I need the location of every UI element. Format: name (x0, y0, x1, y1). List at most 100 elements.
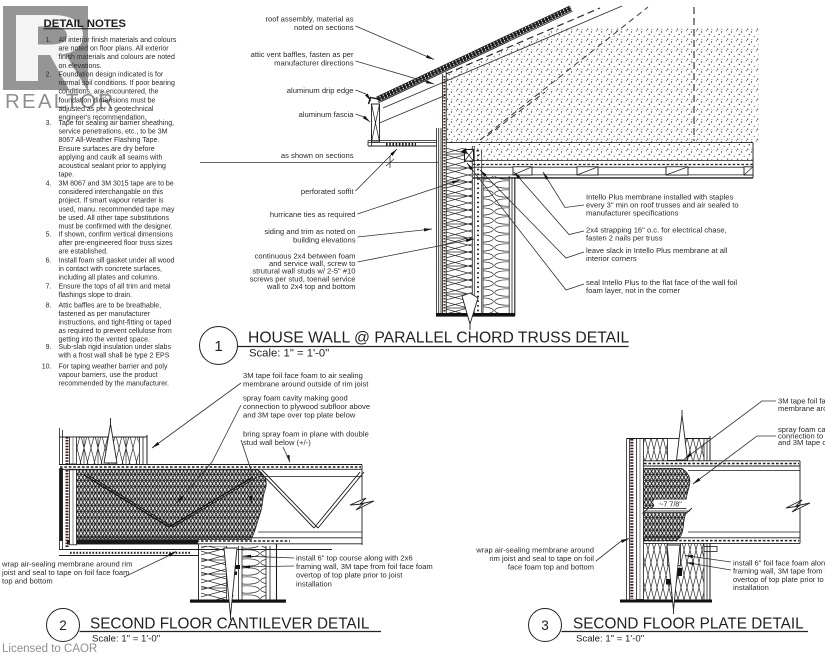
svg-text:recommended by the manufacture: recommended by the manufacturer. (59, 381, 170, 388)
svg-text:wrap air-sealing membrane arou: wrap air-sealing membrane around rim (1, 560, 132, 569)
svg-text:6.: 6. (46, 258, 52, 265)
svg-text:2.: 2. (46, 72, 52, 79)
svg-text:foundation dimensions must be: foundation dimensions must be (59, 97, 156, 104)
svg-text:aluminum drip edge: aluminum drip edge (287, 86, 354, 95)
svg-text:If shown, confirm vertical dim: If shown, confirm vertical dimensions (59, 232, 174, 239)
svg-text:in contact with concrete surfa: in contact with concrete surfaces, (59, 266, 163, 273)
svg-text:9.: 9. (46, 344, 52, 351)
svg-text:1.: 1. (46, 37, 52, 44)
svg-text:SECOND FLOOR PLATE DETAIL: SECOND FLOOR PLATE DETAIL (573, 616, 804, 633)
svg-text:roof assembly, material as: roof assembly, material as (265, 15, 353, 24)
svg-text:For taping weather barrier and: For taping weather barrier and poly (59, 363, 168, 370)
svg-text:on elevations.: on elevations. (59, 63, 102, 70)
svg-text:membrane around outside of rim: membrane around outside of rim joist (243, 380, 369, 389)
svg-text:as shown on sections: as shown on sections (281, 151, 354, 160)
svg-text:finish materials and colours a: finish materials and colours are noted (59, 54, 175, 61)
svg-text:Install foam sill gasket under: Install foam sill gasket under all wood (59, 258, 175, 265)
svg-text:service penetrations, etc., to: service penetrations, etc., to be 3M (59, 129, 168, 136)
svg-text:overtop of top plate prior to: overtop of top plate prior to joist (733, 575, 825, 584)
svg-text:aluminum fascia: aluminum fascia (299, 110, 355, 119)
svg-text:considered interchangable on t: considered interchangable on this (59, 189, 164, 196)
svg-text:2x4 strapping 16" o.c. for ele: 2x4 strapping 16" o.c. for electrical ch… (586, 226, 727, 235)
svg-text:4.: 4. (46, 181, 52, 188)
svg-text:and 3M tape over top plate bel: and 3M tape over top plate below (243, 411, 356, 420)
svg-text:be used. All other tape substi: be used. All other tape substitutions (59, 215, 170, 222)
svg-text:Licensed to CAOR: Licensed to CAOR (2, 643, 97, 655)
svg-text:~7 7/8": ~7 7/8" (659, 500, 682, 509)
svg-text:joist and seal to tape on foil: joist and seal to tape on foil face foam (1, 568, 130, 577)
svg-text:Intello Plus membrane installe: Intello Plus membrane installed with sta… (586, 193, 734, 202)
svg-text:top and bottom: top and bottom (2, 577, 53, 586)
svg-text:including all plates and colum: including all plates and columns. (59, 275, 160, 282)
svg-text:wall to 2x4 top and bottom: wall to 2x4 top and bottom (266, 282, 356, 291)
svg-text:install 6" foil face foam alon: install 6" foil face foam along with 2x6 (733, 559, 825, 568)
svg-text:Scale: 1" = 1'-0": Scale: 1" = 1'-0" (576, 634, 644, 645)
svg-text:are noted on floor plans. All: are noted on floor plans. All exterior (59, 46, 170, 53)
svg-text:adjusted as per a geotechnical: adjusted as per a geotechnical (59, 106, 154, 113)
svg-text:spray foam cavity making good: spray foam cavity making good (243, 394, 348, 403)
svg-text:fastened as per manufacturer: fastened as per manufacturer (59, 311, 151, 318)
svg-text:Tape for sealing air barrier s: Tape for sealing air barrier sheathing, (59, 120, 175, 127)
svg-text:and 3M tape over top plate bel: and 3M tape over top plate below (778, 438, 825, 447)
svg-text:seal Intello Plus to the flat: seal Intello Plus to the flat face of th… (586, 278, 737, 287)
svg-text:3M tape foil face foam to air: 3M tape foil face foam to air sealing (778, 397, 825, 406)
svg-text:Scale: 1" = 1'-0": Scale: 1" = 1'-0" (92, 634, 160, 645)
svg-text:siding and trim as noted on: siding and trim as noted on (264, 227, 355, 236)
svg-text:manufacturer specifications: manufacturer specifications (586, 209, 679, 218)
svg-text:engineer's recommendation.: engineer's recommendation. (59, 115, 147, 122)
svg-text:framing wall, 3M tape from foi: framing wall, 3M tape from foil face foa… (296, 562, 433, 571)
svg-text:face foam top and bottom: face foam top and bottom (508, 563, 594, 572)
svg-text:3.: 3. (46, 120, 52, 127)
svg-text:1: 1 (214, 338, 222, 355)
svg-text:Ensure the tops of all trim an: Ensure the tops of all trim and metal (59, 284, 171, 291)
svg-text:after pre-engineered floor tru: after pre-engineered floor truss sizes (59, 240, 173, 247)
svg-text:8067 All-Weather Flashing Tape: 8067 All-Weather Flashing Tape. (59, 137, 160, 144)
svg-text:fasten 2 nails per truss: fasten 2 nails per truss (586, 234, 663, 243)
svg-text:every 3" min on roof trusses a: every 3" min on roof trusses and air sea… (586, 201, 739, 210)
svg-text:install 6" top course along wi: install 6" top course along with 2x6 (296, 554, 413, 563)
svg-text:foam layer, not in the corner: foam layer, not in the corner (586, 286, 681, 295)
svg-text:continuous 2x4 between foam: continuous 2x4 between foam (255, 252, 356, 261)
svg-text:R: R (101, 93, 105, 98)
svg-text:spray foam cavity making good: spray foam cavity making good (778, 425, 825, 434)
svg-text:leave slack in Intello Plus me: leave slack in Intello Plus membrane at … (586, 246, 728, 255)
svg-text:8.: 8. (46, 302, 52, 309)
svg-text:REALTOR: REALTOR (5, 90, 115, 113)
svg-text:connection to plywood subfloor: connection to plywood subfloor above (243, 402, 370, 411)
svg-text:and service wall, screw to: and service wall, screw to (269, 259, 356, 268)
svg-text:building elevations: building elevations (293, 236, 356, 245)
svg-text:as required to prevent cellulo: as required to prevent cellulose from (59, 328, 172, 335)
svg-text:installation: installation (733, 583, 769, 592)
svg-text:3: 3 (541, 618, 549, 633)
svg-text:5.: 5. (46, 232, 52, 239)
svg-text:conditions, are encountered, t: conditions, are encountered, the (59, 89, 159, 96)
svg-text:Foundation design indicated is: Foundation design indicated is for (59, 72, 164, 79)
svg-text:acoustical sealant prior to ap: acoustical sealant prior to applying (59, 163, 167, 170)
svg-text:must be confirmed with the des: must be confirmed with the designer. (59, 224, 173, 231)
svg-text:10.: 10. (42, 363, 52, 370)
svg-text:flashings slope to drain.: flashings slope to drain. (59, 292, 133, 299)
svg-text:getting into the vented space.: getting into the vented space. (59, 337, 151, 344)
svg-text:3M tape foil face foam to air: 3M tape foil face foam to air sealing (243, 371, 363, 380)
svg-text:rim joist and seal to tape on: rim joist and seal to tape on foil (489, 554, 594, 563)
svg-text:stud wall below (+/-): stud wall below (+/-) (243, 438, 311, 447)
svg-text:framing wall, 3M tape from foi: framing wall, 3M tape from foil face foa… (733, 567, 825, 576)
svg-text:attic vent baffles, fasten as: attic vent baffles, fasten as per (251, 50, 354, 59)
svg-text:instructions, and tight-fittin: instructions, and tight-fitting or taped (59, 320, 172, 327)
svg-text:Scale: 1" = 1'-0": Scale: 1" = 1'-0" (249, 348, 329, 360)
svg-text:Sub-slab rigid insulation unde: Sub-slab rigid insulation under slabs (59, 344, 172, 351)
svg-text:screws per stud, toenail servi: screws per stud, toenail service (250, 274, 356, 283)
svg-text:membrane around outside of rim: membrane around outside of rim joist (778, 404, 825, 413)
svg-text:Ensure surfaces are dry before: Ensure surfaces are dry before (59, 146, 155, 153)
svg-text:DETAIL NOTES: DETAIL NOTES (44, 18, 127, 30)
svg-text:HOUSE WALL @ PARALLEL CHORD TR: HOUSE WALL @ PARALLEL CHORD TRUSS DETAIL (248, 330, 629, 347)
svg-text:Attic baffles are to be breath: Attic baffles are to be breathable, (59, 302, 162, 309)
svg-text:project. If smart vapour retar: project. If smart vapour retarder is (59, 198, 165, 205)
svg-text:noted on sections: noted on sections (294, 23, 354, 32)
svg-text:2: 2 (59, 618, 67, 633)
svg-text:perforated soffit: perforated soffit (301, 187, 355, 196)
svg-text:connection to plywood subfloor: connection to plywood subfloor above (778, 432, 825, 441)
svg-text:7.: 7. (46, 284, 52, 291)
svg-text:applying and caulk all seams w: applying and caulk all seams with (59, 154, 163, 161)
svg-text:are established.: are established. (59, 249, 108, 256)
